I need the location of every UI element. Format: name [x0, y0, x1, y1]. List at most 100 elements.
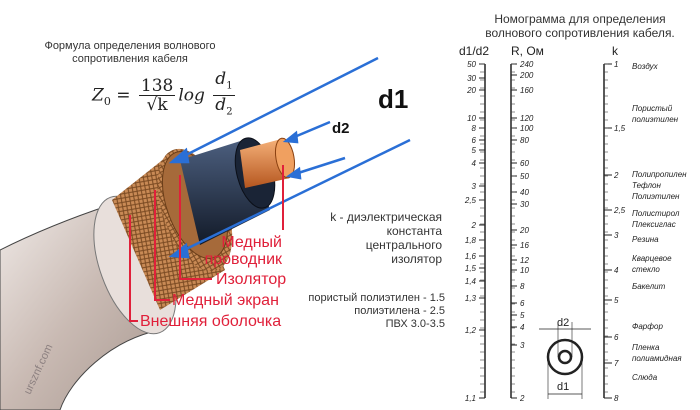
k-tick-label: 5	[614, 296, 619, 305]
formula-fraction: 138√k	[138, 76, 176, 116]
r-tick-label: 200	[519, 71, 534, 80]
r-tick-label: 4	[520, 323, 525, 332]
material-label: Резина	[632, 235, 659, 244]
k-tick-label: 3	[614, 231, 619, 240]
k-tick-label: 1	[614, 60, 618, 69]
r-tick-label: 50	[520, 172, 529, 181]
material-label: Бакелит	[632, 282, 666, 291]
ratio-tick-label: 6	[472, 136, 477, 145]
dielectric-value: полиэтилена - 2.5	[354, 305, 445, 317]
formula-d2: d	[215, 95, 227, 116]
k-tick-label: 2,5	[613, 206, 626, 215]
r-tick-label: 20	[519, 226, 529, 235]
formula-caption-line1: Формула определения волнового	[44, 40, 216, 52]
ratio-tick-label: 1,5	[465, 264, 477, 273]
label-d2: d2	[332, 120, 350, 137]
formula-log: log	[178, 85, 205, 106]
ratio-tick-label: 1,2	[465, 326, 477, 335]
inset-d2-label: d2	[557, 317, 569, 329]
formula-numerator: 138	[138, 76, 176, 97]
ratio-tick-label: 10	[467, 114, 476, 123]
formula-d2-sub: 2	[226, 106, 233, 118]
r-tick-label: 80	[520, 136, 529, 145]
nomogram-title-line2: волнового сопротивления кабеля.	[485, 26, 675, 40]
r-tick-label: 100	[520, 124, 534, 133]
material-label: Кварцевое	[632, 254, 672, 263]
k-tick-label: 6	[614, 333, 619, 342]
r-tick-label: 8	[520, 282, 525, 291]
material-label: стекло	[632, 265, 660, 274]
formula-denominator: √k	[146, 95, 168, 116]
material-label: Фарфор	[632, 322, 663, 331]
r-tick-label: 3	[520, 341, 525, 350]
ratio-tick-label: 1,6	[465, 252, 477, 261]
r-tick-label: 60	[520, 159, 529, 168]
material-label: полиамидная	[632, 354, 682, 363]
material-label: Пленка	[632, 343, 660, 352]
ratio-tick-label: 2,5	[464, 196, 477, 205]
dielectric-value: ПВХ 3.0-3.5	[385, 318, 445, 330]
ratio-tick-label: 2	[471, 221, 477, 230]
ratio-tick-label: 1,8	[465, 236, 477, 245]
material-label: полиэтилен	[632, 115, 679, 124]
nomogram-title-line1: Номограмма для определения	[494, 12, 666, 26]
copper-core-end	[274, 137, 296, 179]
cross-section-inset	[539, 322, 591, 399]
inset-d1-label: d1	[557, 381, 569, 393]
dielectric-value: пористый полиэтилен - 1.5	[308, 292, 445, 304]
note-line: изолятор	[391, 252, 442, 266]
axis-r-label: R, Ом	[511, 44, 544, 58]
axis-k-label: k	[612, 44, 618, 58]
coax-cable-illustration: ursznf.com	[0, 56, 411, 410]
k-tick-label: 2	[613, 171, 619, 180]
ratio-tick-label: 8	[472, 124, 477, 133]
r-tick-label: 10	[520, 266, 529, 275]
material-label: Слюда	[632, 373, 658, 382]
material-label: Полистирол	[632, 209, 680, 218]
r-tick-label: 5	[520, 311, 525, 320]
note-line: центрального	[365, 238, 442, 252]
label-copper-shield: Медный экран	[172, 292, 279, 309]
copper-braid	[112, 150, 225, 310]
material-label: Полиэтилен	[632, 192, 680, 201]
material-label: Пористый	[632, 104, 673, 113]
k-tick-label: 8	[614, 394, 619, 403]
label-copper-conductor-line1: Медный	[221, 234, 282, 251]
label-insulator: Изолятор	[216, 271, 287, 288]
r-tick-label: 240	[519, 60, 534, 69]
ratio-tick-label: 5	[472, 146, 477, 155]
formula-lhs-sub: 0	[103, 94, 111, 108]
r-tick-label: 40	[520, 188, 529, 197]
material-label: Воздух	[632, 62, 659, 71]
ratio-tick-label: 3	[472, 182, 477, 191]
note-line: константа	[386, 224, 442, 238]
r-tick-label: 2	[519, 394, 525, 403]
label-d1: d1	[378, 84, 409, 114]
r-tick-label: 30	[520, 200, 529, 209]
nomogram: 50302010865432,521,81,61,51,41,31,21,124…	[464, 60, 687, 403]
k-tick-label: 1,5	[614, 124, 626, 133]
ratio-tick-label: 50	[467, 60, 476, 69]
note-line: k - диэлектрическая	[330, 210, 442, 224]
material-label: Плексиглас	[632, 220, 676, 229]
label-copper-conductor-line2: проводник	[204, 251, 282, 268]
k-tick-label: 7	[614, 359, 619, 368]
material-label: Тефлон	[632, 181, 661, 190]
ratio-tick-label: 20	[466, 86, 476, 95]
label-outer-jacket: Внешняя оболочка	[140, 313, 282, 330]
ratio-tick-label: 1,3	[465, 294, 477, 303]
ratio-tick-label: 1,1	[465, 394, 476, 403]
material-label: Полипропилен	[632, 170, 687, 179]
axis-ratio-label: d1/d2	[459, 44, 490, 58]
formula-caption-line2: сопротивления кабеля	[72, 53, 188, 65]
